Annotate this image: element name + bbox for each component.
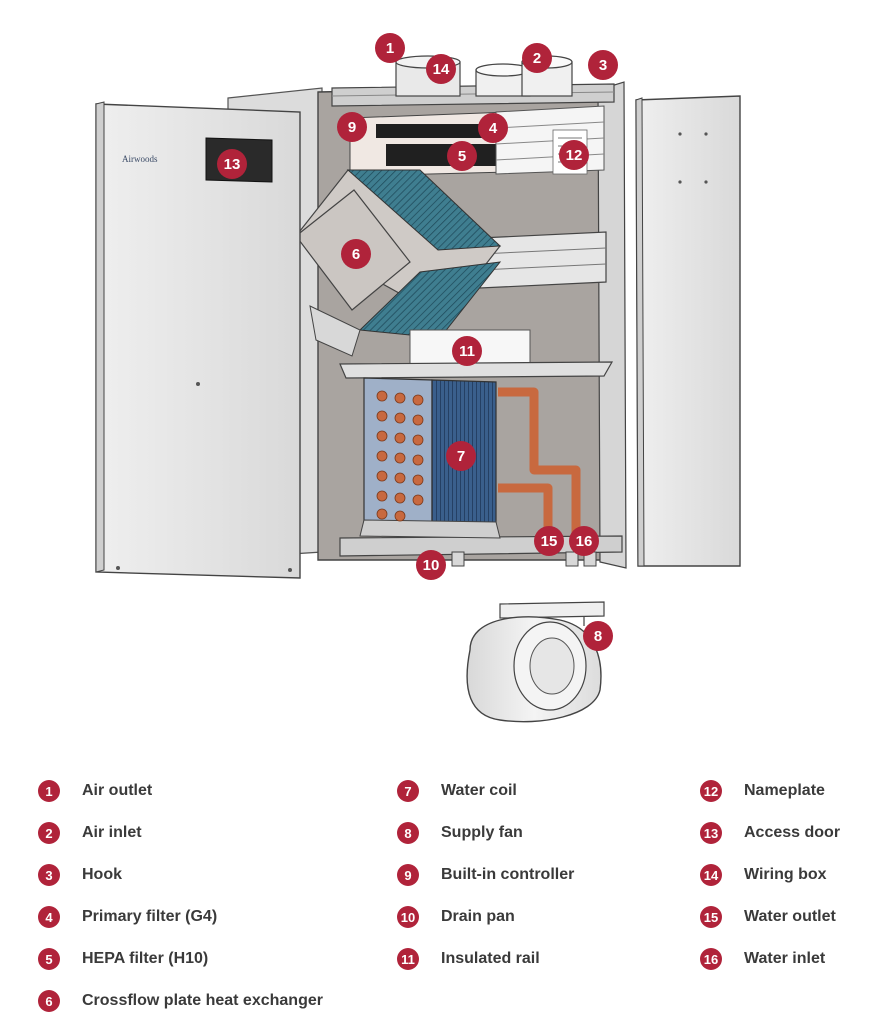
legend-label: Insulated rail	[441, 950, 540, 967]
legend-item: 13 Access door	[700, 812, 840, 854]
legend-badge: 14	[700, 864, 722, 886]
callout-11: 11	[452, 336, 482, 366]
callout-2: 2	[522, 43, 552, 73]
legend-label: Nameplate	[744, 782, 825, 799]
svg-text:3: 3	[599, 57, 607, 74]
legend-column-2: 7 Water coil 8 Supply fan 9 Built-in con…	[397, 770, 574, 980]
legend-item: 1 Air outlet	[38, 770, 323, 812]
legend: 1 Air outlet 2 Air inlet 3 Hook 4 Primar…	[0, 770, 874, 1012]
legend-badge: 10	[397, 906, 419, 928]
legend-label: Hook	[82, 866, 122, 883]
legend-item: 4 Primary filter (G4)	[38, 896, 323, 938]
legend-item: 15 Water outlet	[700, 896, 840, 938]
legend-badge: 8	[397, 822, 419, 844]
legend-item: 11 Insulated rail	[397, 938, 574, 980]
svg-text:11: 11	[459, 343, 475, 360]
callout-15: 15	[534, 526, 564, 556]
legend-item: 5 HEPA filter (H10)	[38, 938, 323, 980]
callout-1: 1	[375, 33, 405, 63]
callout-9: 9	[337, 112, 367, 142]
legend-badge: 1	[38, 780, 60, 802]
exchanger-bracket	[479, 231, 607, 289]
legend-label: Water outlet	[744, 908, 836, 925]
legend-badge: 9	[397, 864, 419, 886]
copper-pipes	[498, 387, 581, 536]
svg-text:13: 13	[224, 156, 241, 173]
left-door: Airwoods	[95, 101, 301, 579]
legend-item: 12 Nameplate	[700, 770, 840, 812]
callout-3: 3	[588, 50, 618, 80]
svg-text:5: 5	[458, 148, 466, 165]
svg-text:4: 4	[489, 120, 498, 137]
svg-text:15: 15	[541, 533, 558, 550]
svg-text:9: 9	[348, 119, 356, 136]
legend-label: Built-in controller	[441, 866, 575, 883]
legend-label: Primary filter (G4)	[82, 908, 218, 925]
supply-fan	[466, 601, 605, 723]
callout-12: 12	[559, 140, 589, 170]
legend-item: 7 Water coil	[397, 770, 574, 812]
svg-text:10: 10	[423, 557, 440, 574]
legend-badge: 3	[38, 864, 60, 886]
legend-badge: 11	[397, 948, 419, 970]
callout-4: 4	[478, 113, 508, 143]
drain-fittings	[451, 551, 597, 567]
svg-text:7: 7	[457, 448, 465, 465]
legend-label: Wiring box	[744, 866, 827, 883]
callout-10: 10	[416, 550, 446, 580]
legend-badge: 7	[397, 780, 419, 802]
svg-text:2: 2	[533, 50, 541, 67]
legend-badge: 15	[700, 906, 722, 928]
brand-label: Airwoods	[122, 154, 158, 164]
legend-column-3: 12 Nameplate 13 Access door 14 Wiring bo…	[700, 770, 840, 980]
legend-item: 8 Supply fan	[397, 812, 574, 854]
callout-8: 8	[583, 621, 613, 651]
legend-item: 14 Wiring box	[700, 854, 840, 896]
legend-label: Crossflow plate heat exchanger	[82, 992, 323, 1009]
legend-label: HEPA filter (H10)	[82, 950, 209, 967]
callout-6: 6	[341, 239, 371, 269]
callout-14: 14	[426, 54, 456, 84]
legend-badge: 4	[38, 906, 60, 928]
legend-label: Air inlet	[82, 824, 142, 841]
callout-13: 13	[217, 149, 247, 179]
callout-7: 7	[446, 441, 476, 471]
right-door	[635, 95, 741, 567]
legend-label: Drain pan	[441, 908, 515, 925]
legend-label: Supply fan	[441, 824, 523, 841]
legend-item: 16 Water inlet	[700, 938, 840, 980]
legend-label: Water coil	[441, 782, 517, 799]
svg-text:16: 16	[576, 533, 593, 550]
legend-label: Access door	[744, 824, 841, 841]
unit-exploded-diagram: Airwoods 1 2 3 4 5	[95, 33, 741, 723]
callout-5: 5	[447, 141, 477, 171]
legend-badge: 12	[700, 780, 722, 802]
legend-item: 6 Crossflow plate heat exchanger	[38, 980, 323, 1022]
legend-item: 10 Drain pan	[397, 896, 574, 938]
svg-text:1: 1	[386, 40, 394, 57]
legend-item: 3 Hook	[38, 854, 323, 896]
water-coil	[359, 377, 501, 539]
legend-badge: 16	[700, 948, 722, 970]
legend-badge: 2	[38, 822, 60, 844]
legend-item: 9 Built-in controller	[397, 854, 574, 896]
legend-badge: 6	[38, 990, 60, 1012]
legend-column-1: 1 Air outlet 2 Air inlet 3 Hook 4 Primar…	[38, 770, 323, 1022]
legend-badge: 13	[700, 822, 722, 844]
legend-item: 2 Air inlet	[38, 812, 323, 854]
svg-text:6: 6	[352, 246, 360, 263]
svg-text:8: 8	[594, 628, 602, 645]
legend-label: Water inlet	[744, 950, 826, 967]
legend-label: Air outlet	[82, 782, 153, 799]
legend-badge: 5	[38, 948, 60, 970]
svg-text:12: 12	[566, 147, 583, 164]
callout-16: 16	[569, 526, 599, 556]
svg-text:14: 14	[433, 61, 450, 78]
